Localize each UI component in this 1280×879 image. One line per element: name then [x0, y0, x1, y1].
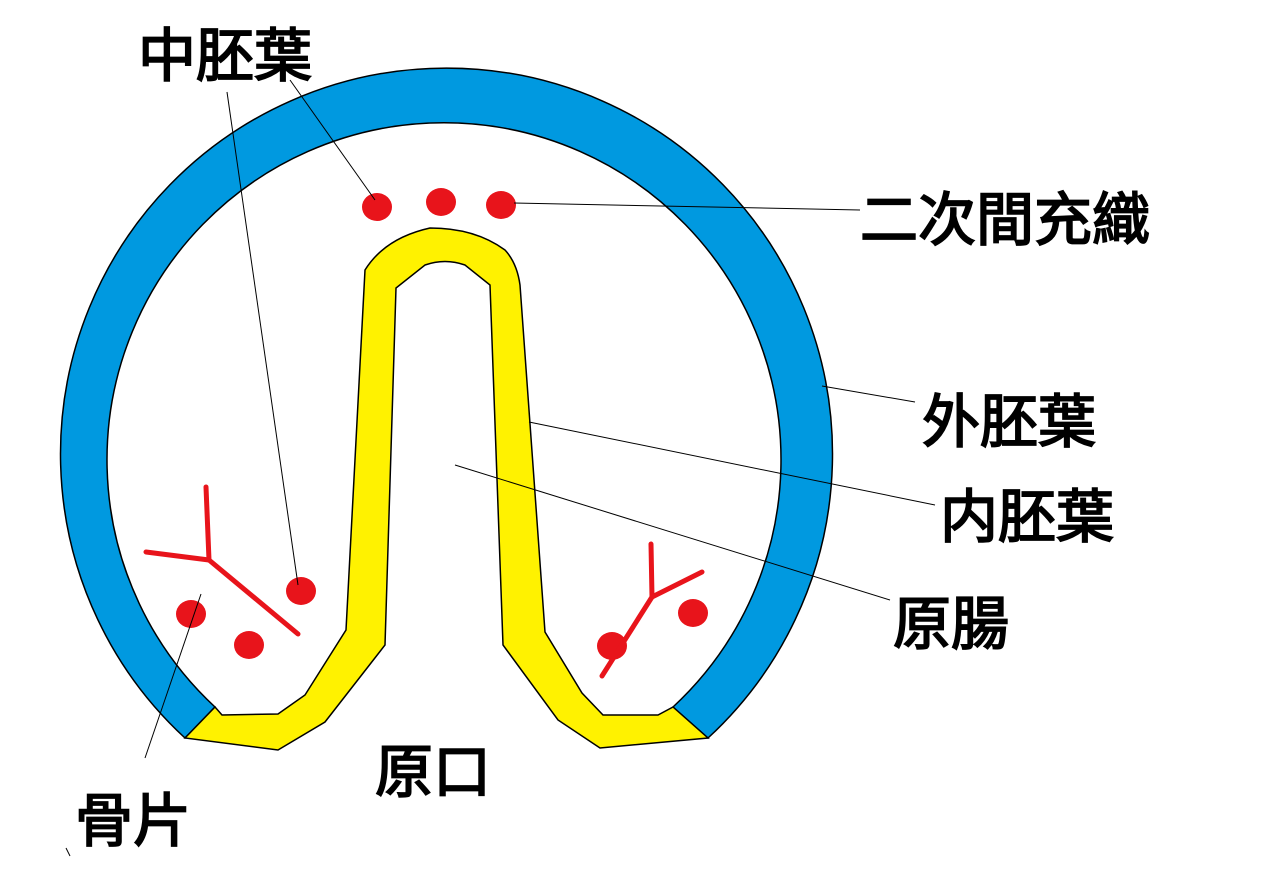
mesoderm-cell	[176, 600, 206, 628]
label-ectoderm: 外胚葉	[922, 388, 1097, 456]
label-archenteron: 原腸	[893, 590, 1009, 658]
leader-lines	[65, 79, 936, 857]
label-mesoderm: 中胚葉	[138, 22, 313, 90]
endoderm-layer	[183, 227, 710, 751]
label-spicule: 骨片	[75, 787, 191, 855]
mesoderm-cell	[234, 631, 264, 659]
mesoderm-cell	[486, 191, 516, 219]
leader-spicule	[144, 593, 202, 759]
mesoderm-cell	[362, 193, 392, 221]
leader-endoderm	[528, 421, 936, 506]
leader-archenteron	[454, 464, 891, 601]
spicule-right	[648, 541, 655, 600]
mesoderm-cell	[678, 599, 708, 627]
leader-secondary-mesenchyme	[513, 202, 861, 211]
ectoderm-layer	[59, 67, 834, 740]
spicules	[143, 484, 705, 679]
label-secondary-mesenchyme: 二次間充織	[860, 186, 1150, 254]
mesoderm-cells	[176, 188, 708, 660]
spicule-left	[143, 549, 301, 637]
leader-ectoderm	[821, 385, 916, 403]
leader-mesoderm-lower	[226, 91, 299, 586]
spicule-right	[599, 569, 705, 679]
leader-mesoderm-top	[289, 79, 376, 201]
spicule-left	[203, 484, 212, 563]
mesoderm-cell	[426, 188, 456, 216]
label-blastopore: 原口	[375, 738, 491, 806]
stray-mark	[65, 847, 71, 857]
label-endoderm: 内胚葉	[940, 483, 1115, 551]
mesoderm-cell	[286, 577, 316, 605]
